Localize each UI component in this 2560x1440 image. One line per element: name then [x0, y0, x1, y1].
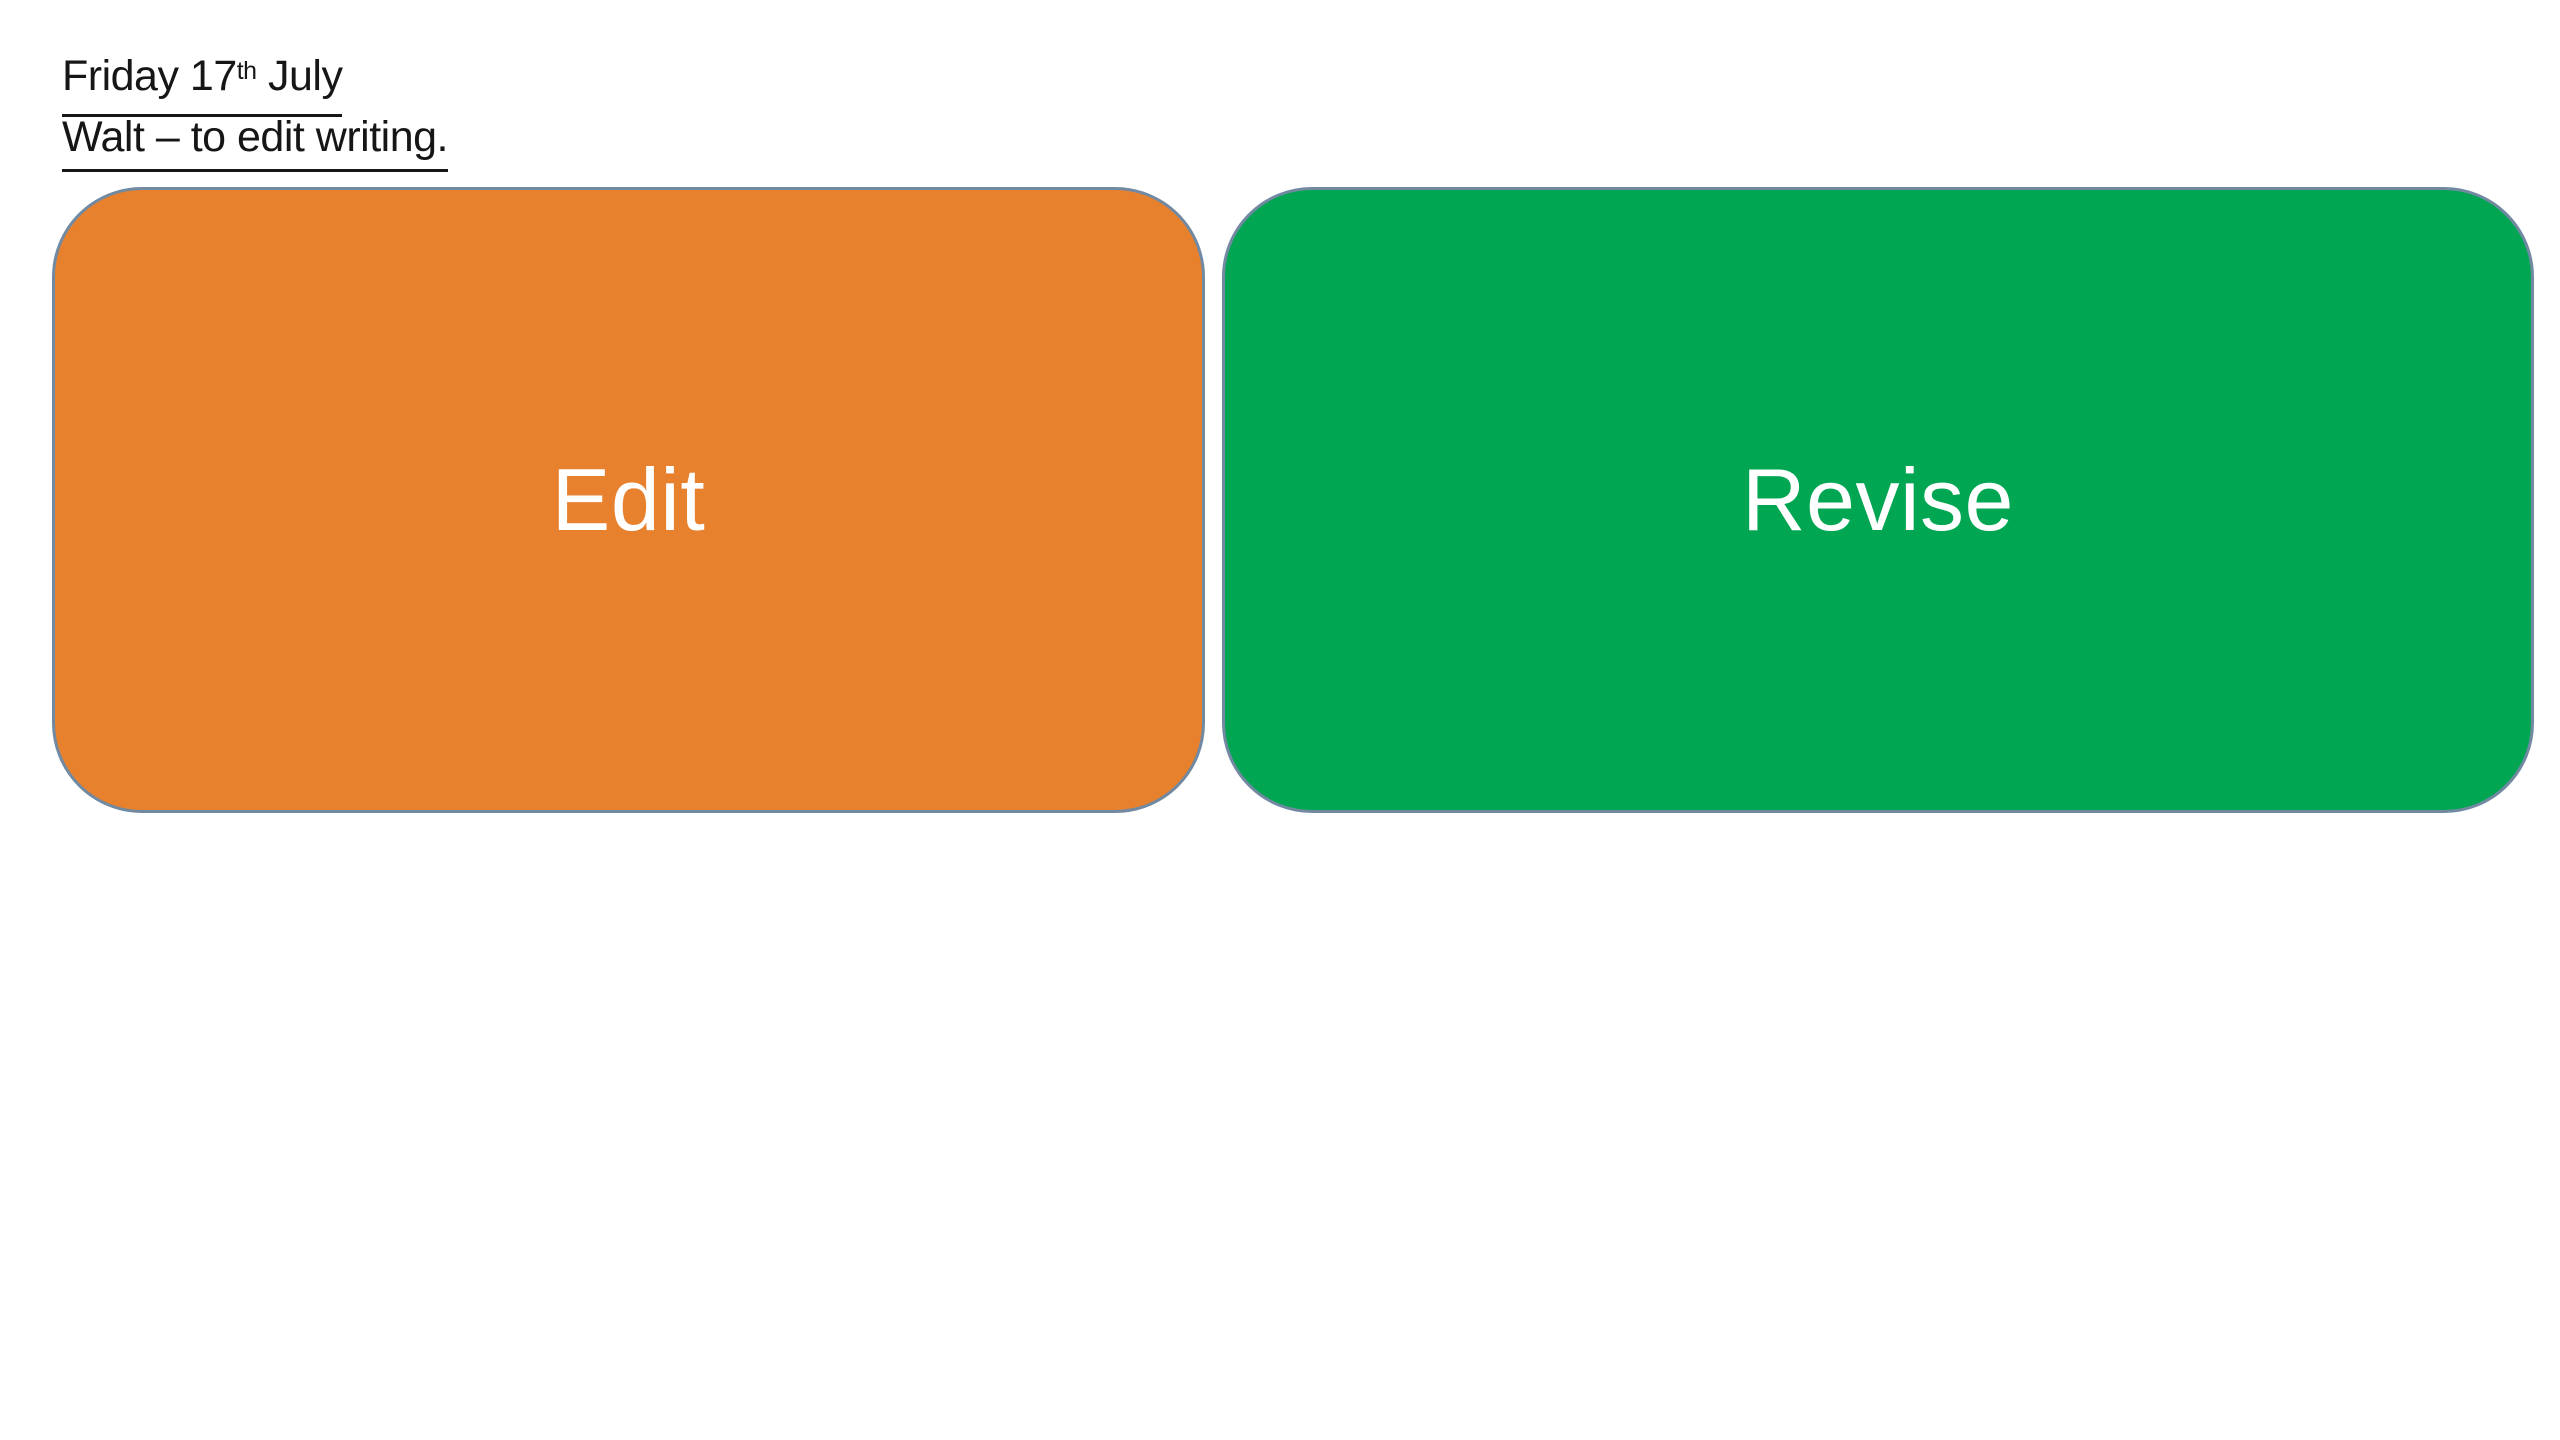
walt-text: Walt – to edit writing. [62, 107, 449, 172]
edit-card-label: Edit [551, 450, 706, 549]
slide-header: Friday 17th July Walt – to edit writing. [62, 46, 449, 172]
edit-card[interactable]: Edit [52, 187, 1205, 813]
date-text: Friday 17 [62, 52, 237, 100]
date-heading-underline: Friday 17th July [62, 46, 343, 117]
date-ordinal-superscript: th [236, 56, 257, 85]
walt-heading: Walt – to edit writing. [62, 107, 449, 172]
date-heading: Friday 17th July [62, 46, 448, 117]
date-month-text: July [256, 52, 343, 100]
revise-card-label: Revise [1742, 450, 2014, 549]
revise-card[interactable]: Revise [1222, 187, 2534, 813]
